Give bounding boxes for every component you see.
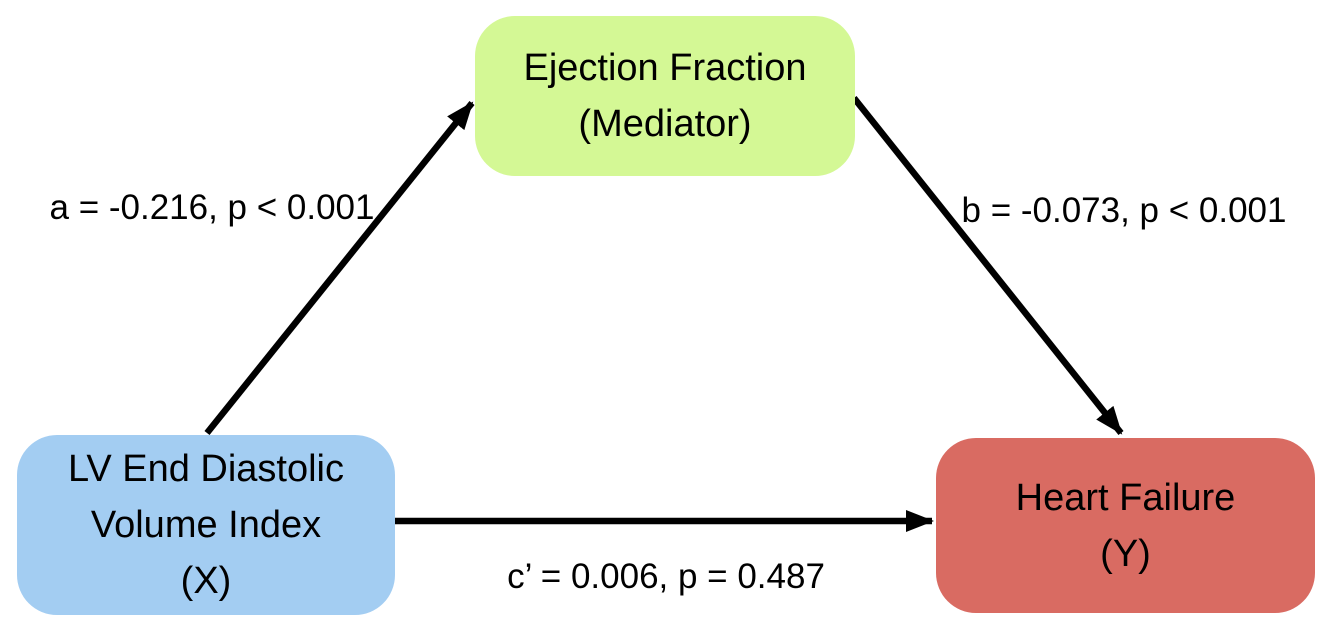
- node-x-label-line-2: Volume Index: [90, 504, 322, 546]
- node-x-label-line-3: (X): [180, 560, 232, 602]
- path-a-label: a = -0.216, p < 0.001: [49, 188, 375, 227]
- node-y-label-line-2: (Y): [1100, 532, 1151, 575]
- path-c-label: c’ = 0.006, p = 0.487: [507, 557, 825, 596]
- path-a-arrow: [204, 100, 475, 436]
- node-mediator: Ejection Fraction (Mediator): [475, 16, 855, 176]
- node-mediator-label-line-1: Ejection Fraction: [523, 47, 807, 89]
- path-b-arrow: [851, 95, 1124, 436]
- node-y: Heart Failure (Y): [936, 438, 1315, 613]
- node-x-label-line-1: LV End Diastolic: [68, 448, 344, 490]
- node-y-label-line-1: Heart Failure: [1015, 476, 1236, 519]
- path-b-label: b = -0.073, p < 0.001: [961, 191, 1287, 230]
- node-mediator-label-line-2: (Mediator): [578, 103, 752, 145]
- node-x: LV End Diastolic Volume Index (X): [17, 435, 395, 615]
